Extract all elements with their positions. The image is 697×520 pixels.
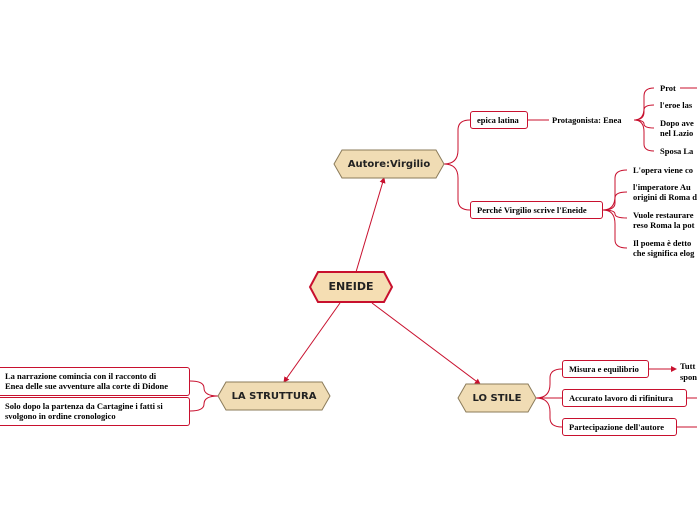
autore-node-label[interactable]: Autore:Virgilio [347, 159, 431, 170]
misura-child[interactable]: Tutt [680, 361, 696, 371]
protagonista-child[interactable]: Sposa La [660, 146, 694, 156]
stile-connectors [535, 366, 697, 428]
stile-node-shape[interactable] [457, 383, 537, 413]
perche-child[interactable]: Il poema è detto [633, 238, 692, 248]
accurato-node[interactable]: Accurato lavoro di rifinitura [562, 389, 687, 407]
struttura-node-shape[interactable] [217, 381, 331, 411]
struttura-child-1[interactable]: La narrazione comincia con il racconto d… [0, 367, 190, 396]
struttura-child-2[interactable]: Solo dopo la partenza da Cartagine i fat… [0, 397, 190, 426]
misura-child[interactable]: spon [680, 372, 697, 382]
struttura-connectors [189, 380, 219, 412]
perche-child[interactable]: Vuole restaurare [633, 210, 694, 220]
perche-child[interactable]: l'imperatore Au [633, 182, 691, 192]
central-node-label[interactable]: ENEIDE [328, 280, 374, 293]
struttura-child-2-line-1: Solo dopo la partenza da Cartagine i fat… [5, 401, 163, 411]
epica-latina-node[interactable]: epica latina [470, 111, 528, 129]
struttura-child-2-line-2: svolgono in ordine cronologico [5, 411, 116, 421]
perche-child[interactable]: che significa elog [633, 248, 695, 258]
struttura-child-1-line-2: Enea delle sue avventure alla corte di D… [5, 381, 168, 391]
struttura-child-1-line-1: La narrazione comincia con il racconto d… [5, 371, 157, 381]
autore-node-shape[interactable] [333, 149, 445, 179]
protagonista-node[interactable]: Protagonista: Enea [552, 115, 622, 125]
partecipazione-node[interactable]: Partecipazione dell'autore [562, 418, 677, 436]
autore-connectors [443, 87, 697, 249]
protagonista-child[interactable]: l'eroe las [660, 100, 693, 110]
central-node-shape[interactable] [308, 271, 394, 303]
perche-child[interactable]: origini di Roma d [633, 192, 697, 202]
protagonista-child[interactable]: Dopo ave [660, 118, 694, 128]
struttura-node-label[interactable]: LA STRUTTURA [231, 391, 317, 402]
stile-node-label[interactable]: LO STILE [472, 393, 522, 404]
central-connectors [283, 177, 481, 385]
perche-child[interactable]: reso Roma la pot [633, 220, 695, 230]
perche-child[interactable]: L'opera viene co [633, 165, 693, 175]
protagonista-child[interactable]: Prot [660, 83, 676, 93]
perche-node[interactable]: Perché Virgilio scrive l'Eneide [470, 201, 603, 219]
misura-node[interactable]: Misura e equilibrio [562, 360, 649, 378]
protagonista-child[interactable]: nel Lazio [660, 128, 694, 138]
